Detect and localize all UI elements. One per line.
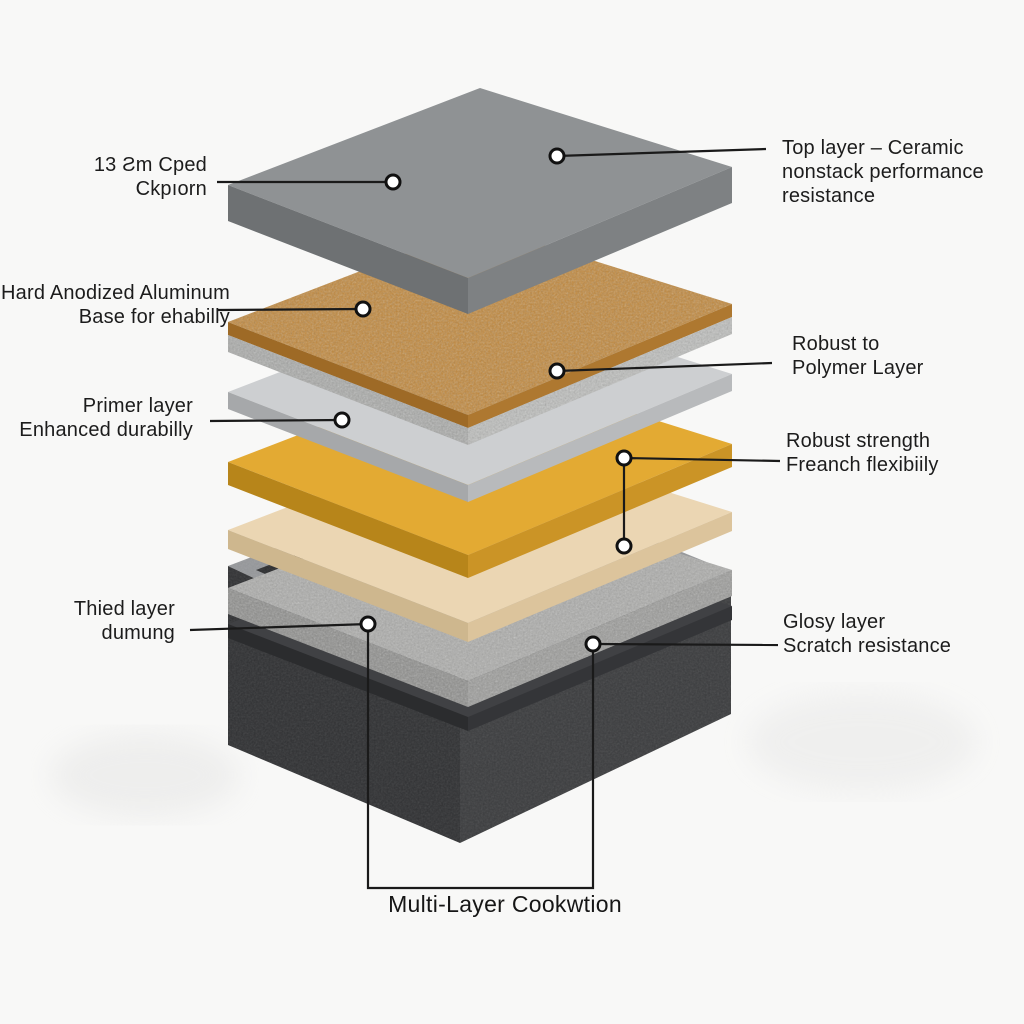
- label-line: Robust to: [792, 333, 880, 355]
- callout-bracket-bottom: [366, 624, 595, 890]
- label-top-ceramic: Top layer – Ceramic nonstack performance…: [782, 136, 984, 208]
- callout-line-aluminum: [217, 307, 364, 312]
- label-line: dumung: [101, 622, 175, 644]
- beige-right: [468, 512, 732, 642]
- callout-line-primer: [209, 418, 343, 423]
- label-line: Freanch flexibiily: [786, 454, 939, 476]
- label-line: nonstack performance: [782, 161, 984, 183]
- label-glossy-layer: Glosy layer Scratch resistance: [783, 610, 951, 658]
- gray-slab-right: [468, 167, 732, 314]
- label-third-layer: Thied layer dumung: [74, 597, 175, 645]
- label-line: Glosy layer: [783, 611, 886, 633]
- dot-strength-upper: [615, 449, 633, 467]
- label-line: Base for ehabilly: [78, 306, 230, 328]
- diagram-title: Multi-Layer Cookwtion: [388, 891, 622, 917]
- callout-line-glossy: [592, 642, 779, 647]
- label-coating-thickness: 13 Ƨm Cped Ckpıorn: [94, 153, 207, 201]
- dot-polymer: [548, 362, 566, 380]
- dot-primer: [333, 411, 351, 429]
- label-line: Robust strength: [786, 430, 931, 452]
- gold-left: [228, 462, 468, 578]
- label-robust-strength: Robust strength Freanch flexibiily: [786, 429, 939, 477]
- label-line: Scratch resistance: [783, 635, 952, 657]
- dot-top-left: [384, 173, 402, 191]
- dot-third-layer: [359, 615, 377, 633]
- callout-dots: [333, 147, 633, 653]
- gold-right: [468, 444, 732, 578]
- soft-reflection-left: [50, 733, 240, 817]
- label-line: 13 Ƨm Cped: [93, 154, 207, 176]
- label-line: Primer layer: [82, 395, 193, 417]
- copper-right: [468, 304, 732, 428]
- label-line: Ckpıorn: [135, 178, 207, 200]
- label-line: resistance: [782, 185, 876, 207]
- soft-reflection-right: [747, 692, 977, 792]
- label-line: Enhanced durabilly: [19, 419, 193, 441]
- silver-right: [468, 374, 732, 502]
- label-primer-layer: Primer layer Enhanced durabilly: [19, 394, 193, 442]
- label-line: Thied layer: [73, 598, 175, 620]
- thin-dark-left: [228, 624, 468, 731]
- dot-top-right: [548, 147, 566, 165]
- thin-dark-right: [468, 606, 732, 731]
- label-line: Top layer – Ceramic: [782, 137, 964, 159]
- callout-line-third: [189, 622, 369, 632]
- dot-strength-lower: [615, 537, 633, 555]
- copper-left: [228, 322, 468, 428]
- label-line: Polymer Layer: [792, 357, 924, 379]
- label-anodized-aluminum: Hard Anodized Aluminum Base for ehabilly: [1, 281, 230, 329]
- beige-left: [228, 530, 468, 642]
- callout-line-top-right: [556, 147, 767, 158]
- label-polymer-layer: Robust to Polymer Layer: [792, 332, 924, 380]
- label-line: Hard Anodized Aluminum: [1, 282, 230, 304]
- gray-slab-left: [228, 185, 468, 314]
- gray-slab-top: [228, 88, 732, 278]
- gray-ceramic-slab: [228, 88, 732, 314]
- callout-line-polymer: [556, 361, 773, 373]
- dot-aluminum: [354, 300, 372, 318]
- dot-glossy: [584, 635, 602, 653]
- callout-lines: [189, 147, 781, 890]
